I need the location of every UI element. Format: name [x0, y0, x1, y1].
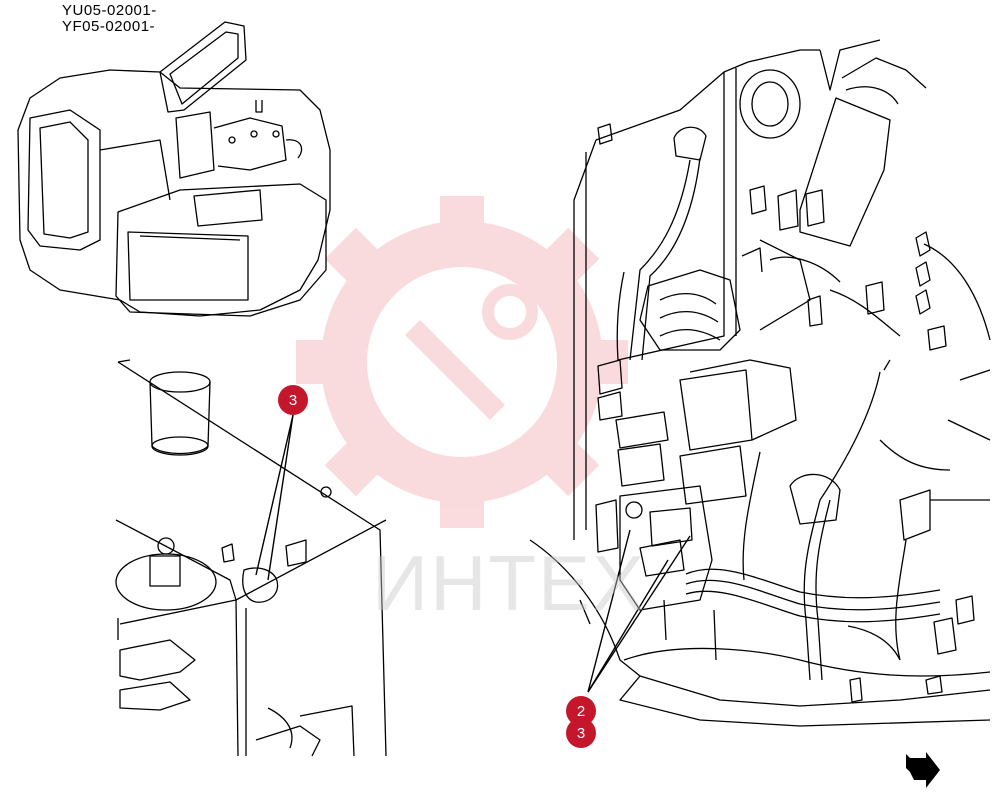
arrow-right-icon — [906, 752, 940, 788]
leader-lines — [255, 414, 691, 693]
engine-bay-detail-drawing — [529, 39, 991, 727]
excavator-overview-drawing — [17, 21, 331, 317]
serial-range-line-1: YU05-02001- — [62, 2, 157, 19]
watermark-gear-logo — [296, 196, 628, 528]
callout-3-right[interactable]: 3 — [566, 718, 596, 748]
serial-range-line-2: YF05-02001- — [62, 18, 156, 35]
callout-3-left[interactable]: 3 — [278, 385, 308, 415]
watermark-text: ИНТЕХ — [372, 539, 647, 627]
fuel-tank-detail-drawing — [115, 359, 387, 757]
